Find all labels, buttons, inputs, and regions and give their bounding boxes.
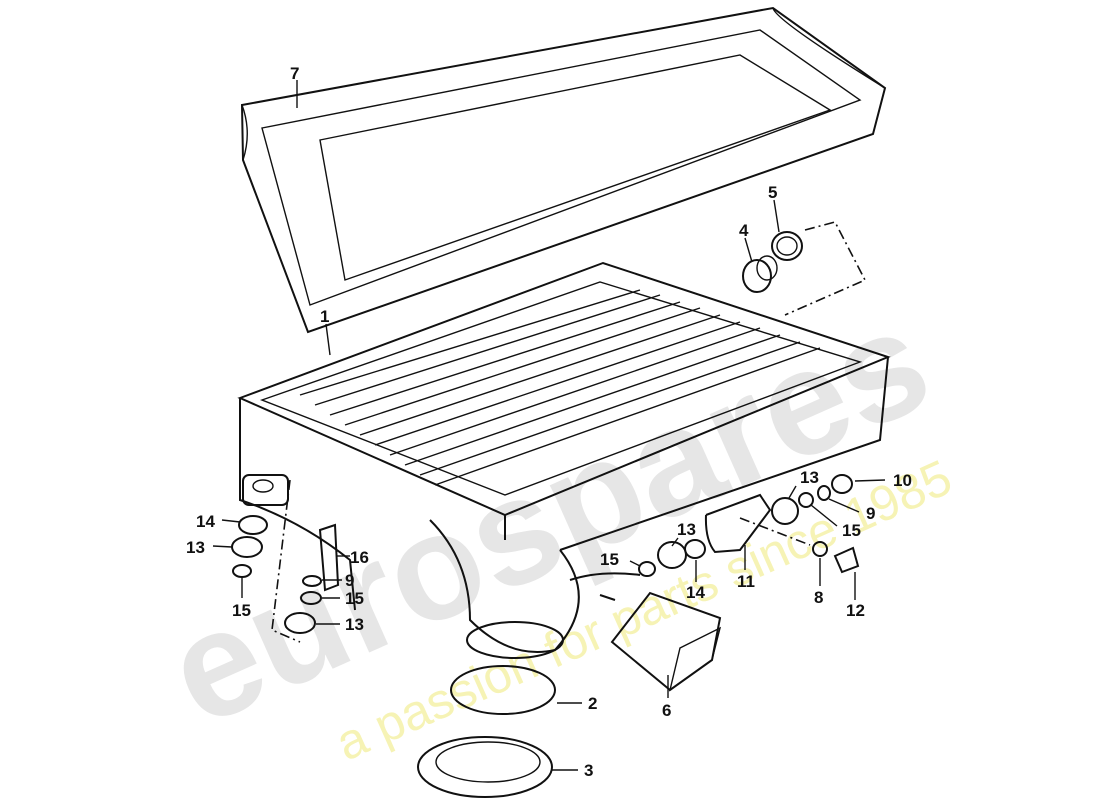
callout-9: 9: [345, 571, 354, 590]
callout-15: 15: [232, 601, 251, 620]
callout-14: 14: [686, 583, 705, 602]
callout-2: 2: [588, 694, 597, 713]
callout-14: 14: [196, 512, 215, 531]
callout-15: 15: [842, 521, 861, 540]
part-7-cover-frame: [240, 6, 887, 334]
callout-1: 1: [320, 307, 329, 326]
left-mount-parts: [231, 479, 340, 643]
part-5-clamp: [771, 231, 803, 261]
leader-dash-4-5: [784, 221, 867, 316]
callout-13: 13: [677, 520, 696, 539]
callout-labels: 7 5 4 1 14 13 15 16 9 15 13 13 15 14 11 …: [186, 64, 912, 780]
callout-10: 10: [893, 471, 912, 490]
part-6-mounting-plate: [610, 591, 722, 692]
callout-16: 16: [350, 548, 369, 567]
part-1-housing: [237, 261, 891, 659]
callout-12: 12: [846, 601, 865, 620]
callout-15: 15: [600, 550, 619, 569]
leader-lines: [212, 80, 886, 771]
callout-6: 6: [662, 701, 671, 720]
callout-13: 13: [345, 615, 364, 634]
part-3-seal: [417, 736, 553, 798]
part-4-sleeve: [742, 255, 778, 293]
callout-7: 7: [290, 64, 299, 83]
callout-13: 13: [186, 538, 205, 557]
callout-13: 13: [800, 468, 819, 487]
callout-9: 9: [866, 504, 875, 523]
callout-8: 8: [814, 588, 823, 607]
callout-3: 3: [584, 761, 593, 780]
callout-4: 4: [739, 221, 749, 240]
right-mount-parts: [569, 474, 860, 601]
callout-11: 11: [737, 572, 755, 591]
callout-5: 5: [768, 183, 777, 202]
part-2-oring: [450, 665, 556, 715]
callout-15: 15: [345, 589, 364, 608]
